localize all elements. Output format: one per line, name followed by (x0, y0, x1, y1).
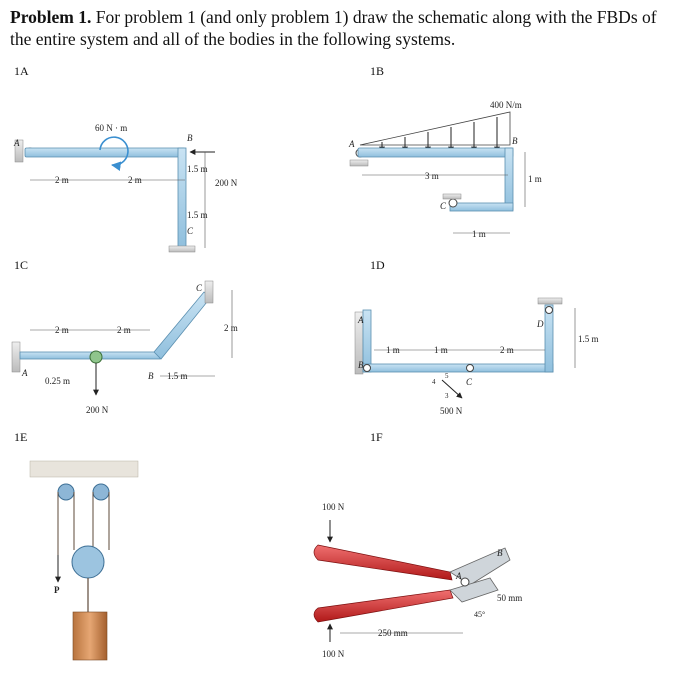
support-c (442, 193, 462, 200)
member-bc (153, 291, 212, 360)
dim-1m-b: 1 m (434, 345, 448, 355)
jaw-lower (449, 577, 499, 603)
figure-1d: 1 m 1 m 2 m 1.5 m 500 N 4 5 3 A B C D (354, 297, 599, 416)
point-b: B (148, 371, 154, 381)
point-a: A (21, 368, 28, 378)
wall-c (204, 280, 214, 304)
figure-1f: 100 N 100 N 250 mm 50 mm 45° A B (313, 502, 522, 659)
pin-b (363, 364, 371, 372)
label-1e: 1E (14, 430, 28, 444)
dim-2m-a: 2 m (55, 325, 69, 335)
dim-250mm: 250 mm (378, 628, 408, 638)
dim-2m-b: 2 m (128, 175, 142, 185)
label-1c: 1C (14, 258, 29, 272)
beam-vertical (177, 147, 187, 249)
pulley-lower (71, 545, 105, 579)
pivot-a (460, 577, 470, 587)
dim-2m-a: 2 m (55, 175, 69, 185)
point-a: A (13, 138, 20, 148)
distributed-load (359, 111, 511, 146)
pin-c (448, 198, 458, 208)
point-a: A (357, 315, 364, 325)
load-label: 400 N/m (490, 100, 522, 110)
point-a: A (348, 139, 355, 149)
wall-support (14, 139, 24, 163)
member-bottom (362, 363, 554, 373)
member-right (544, 304, 554, 373)
dim-radius: 0.25 m (45, 376, 70, 386)
point-b: B (512, 136, 518, 146)
label-1a: 1A (14, 64, 29, 78)
beam-bottom (449, 202, 514, 212)
dim-1m-a: 1 m (386, 345, 400, 355)
force-100n-top: 100 N (322, 502, 345, 512)
support-a (349, 159, 369, 167)
problem-heading: Problem 1. For problem 1 (and only probl… (10, 6, 678, 50)
handle-upper (313, 544, 453, 581)
dim-50mm: 50 mm (497, 593, 522, 603)
force-100n-bottom: 100 N (322, 649, 345, 659)
dim-2m-vert: 2 m (224, 323, 238, 333)
figure-1a: 60 N · m 2 m 2 m 1.5 m 1.5 m 200 N A B C (13, 123, 238, 253)
label-1f: 1F (370, 430, 383, 444)
ceiling (29, 460, 139, 478)
point-c: C (440, 201, 447, 211)
figure-1e: P (29, 460, 139, 661)
problem-text: For problem 1 (and only problem 1) draw … (10, 7, 657, 49)
point-b: B (358, 360, 364, 370)
moment-label: 60 N · m (95, 123, 127, 133)
figure-1b: 400 N/m 3 m 1 m 1 m A B C (348, 100, 542, 239)
point-c: C (196, 283, 203, 293)
point-c: C (466, 377, 473, 387)
point-c: C (187, 226, 194, 236)
ceiling-d (537, 297, 563, 305)
member-left (362, 309, 372, 373)
dim-3m: 3 m (425, 171, 439, 181)
figure-1c: 2 m 2 m 2 m 0.25 m 1.5 m 200 N A B C (11, 280, 238, 415)
force-p: P (54, 585, 60, 595)
dim-2m-b: 2 m (117, 325, 131, 335)
force-500n: 500 N (440, 406, 463, 416)
weight-block (72, 611, 108, 661)
ground-c (168, 245, 196, 253)
dim-1-5m: 1.5 m (578, 334, 599, 344)
beam-top (357, 147, 514, 158)
moment-arrow (99, 136, 129, 171)
wall-a (11, 341, 21, 373)
dim-1-5m-a: 1.5 m (187, 164, 208, 174)
point-b: B (187, 133, 193, 143)
label-1d: 1D (370, 258, 385, 272)
dim-2m: 2 m (500, 345, 514, 355)
beam-horizontal (24, 147, 186, 158)
force-200n: 200 N (215, 178, 238, 188)
problem-number: Problem 1. (10, 7, 92, 27)
dim-1-5m: 1.5 m (167, 371, 188, 381)
slope-4: 4 (432, 378, 436, 386)
point-d: D (536, 319, 544, 329)
label-1b: 1B (370, 64, 385, 78)
point-b: B (497, 548, 503, 558)
dim-1m: 1 m (472, 229, 486, 239)
handle-lower (313, 589, 454, 623)
pin-c (466, 364, 474, 372)
pulley (89, 350, 103, 364)
slope-3: 3 (445, 392, 449, 400)
pulley-left (57, 483, 75, 501)
dim-1m-vert: 1 m (528, 174, 542, 184)
force-arrow-d (441, 379, 463, 399)
angle-label: 45° (474, 610, 485, 619)
pin-d (545, 306, 553, 314)
pulley-right (92, 483, 110, 501)
force-200n: 200 N (86, 405, 109, 415)
point-a: A (455, 571, 462, 581)
beam-side (504, 147, 514, 211)
dim-1-5m-b: 1.5 m (187, 210, 208, 220)
slope-5: 5 (445, 372, 449, 380)
